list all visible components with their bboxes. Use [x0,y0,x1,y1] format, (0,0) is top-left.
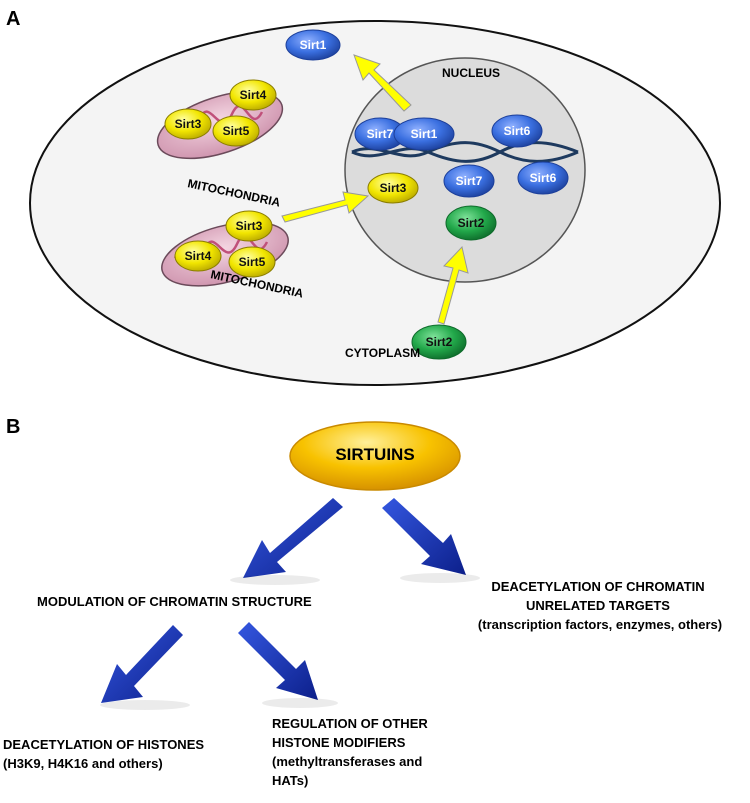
deacetylation-of-histones-line1: DEACETYLATION OF HISTONES [3,737,205,752]
deacetylation-of-histones-line2: (H3K9, H4K16 and others) [3,756,163,771]
sirt1-cytoplasm-label: Sirt1 [300,38,327,52]
arrow-to-histone-deacetylation [100,625,190,710]
svg-text:Sirt6: Sirt6 [504,124,531,138]
panel-a-letter: A [6,8,21,30]
sirt6-nucleus-pill-a: Sirt6 [491,114,543,148]
sirt5-mito-bottom-pill: Sirt5 [228,246,276,278]
sirt5-mito-top-pill: Sirt5 [212,115,260,147]
sirt2-nucleus-pill: Sirt2 [445,205,497,241]
deacetylation-of-chromatin-line2: UNRELATED TARGETS [526,598,670,613]
sirt3-mito-bottom-pill: Sirt3 [225,210,273,242]
sirt6-nucleus-pill-b: Sirt6 [517,161,569,195]
svg-text:Sirt3: Sirt3 [175,117,202,131]
modulation-of-chromatin-structure: MODULATION OF CHROMATIN STRUCTURE [37,594,312,609]
arrow-nucleus-to-cytoplasm [353,54,412,112]
deacetylation-of-chromatin-line1: DEACETYLATION OF CHROMATIN [491,579,705,594]
regulation-histone-modifiers-line4: HATs) [272,773,309,788]
regulation-histone-modifiers-line2: HISTONE MODIFIERS [272,735,406,750]
svg-text:Sirt2: Sirt2 [458,216,485,230]
sirt2-cytoplasm-pill: Sirt2 [411,324,467,360]
sirtuins-title: SIRTUINS [335,445,415,464]
cytoplasm-label: CYTOPLASM [345,346,420,360]
sirtuins-node [289,421,461,491]
svg-text:Sirt1: Sirt1 [411,127,438,141]
deacetylation-of-chromatin-line3: (transcription factors, enzymes, others) [477,617,723,632]
svg-text:Sirt5: Sirt5 [239,255,266,269]
sirt4-mito-bottom-pill: Sirt4 [174,240,222,272]
sirt1-cytoplasm-pill: Sirt1 [285,29,341,61]
svg-text:Sirt7: Sirt7 [456,174,483,188]
arrow-mitochondria-to-nucleus [281,191,370,223]
svg-text:Sirt5: Sirt5 [223,124,250,138]
regulation-histone-modifiers-line1: REGULATION OF OTHER [272,716,428,731]
svg-text:Sirt3: Sirt3 [236,219,263,233]
sirt1-nucleus-pill: Sirt1 [393,117,455,151]
svg-text:Sirt4: Sirt4 [185,249,212,263]
svg-text:Sirt3: Sirt3 [380,181,407,195]
nucleus-label: NUCLEUS [442,66,500,80]
sirt3-nucleus-pill: Sirt3 [367,172,419,204]
sirt7-nucleus-pill-a: Sirt7 [354,117,406,151]
svg-text:Sirt4: Sirt4 [240,88,267,102]
sirt4-mito-top-pill: Sirt4 [229,79,277,111]
arrow-cytoplasm-to-nucleus [437,245,469,325]
svg-text:Sirt2: Sirt2 [426,335,453,349]
sirt3-mito-top-pill: Sirt3 [164,108,212,140]
sirt7-nucleus-pill-b: Sirt7 [443,164,495,198]
svg-text:Sirt6: Sirt6 [530,171,557,185]
dna-helix [351,141,579,163]
arrow-to-unrelated-targets [382,498,480,583]
regulation-histone-modifiers-line3: (methyltransferases and [272,754,423,769]
arrow-to-histone-modifiers [238,622,338,708]
svg-text:Sirt7: Sirt7 [367,127,394,141]
panel-b-letter: B [6,416,21,438]
arrow-to-modulation [230,498,343,585]
